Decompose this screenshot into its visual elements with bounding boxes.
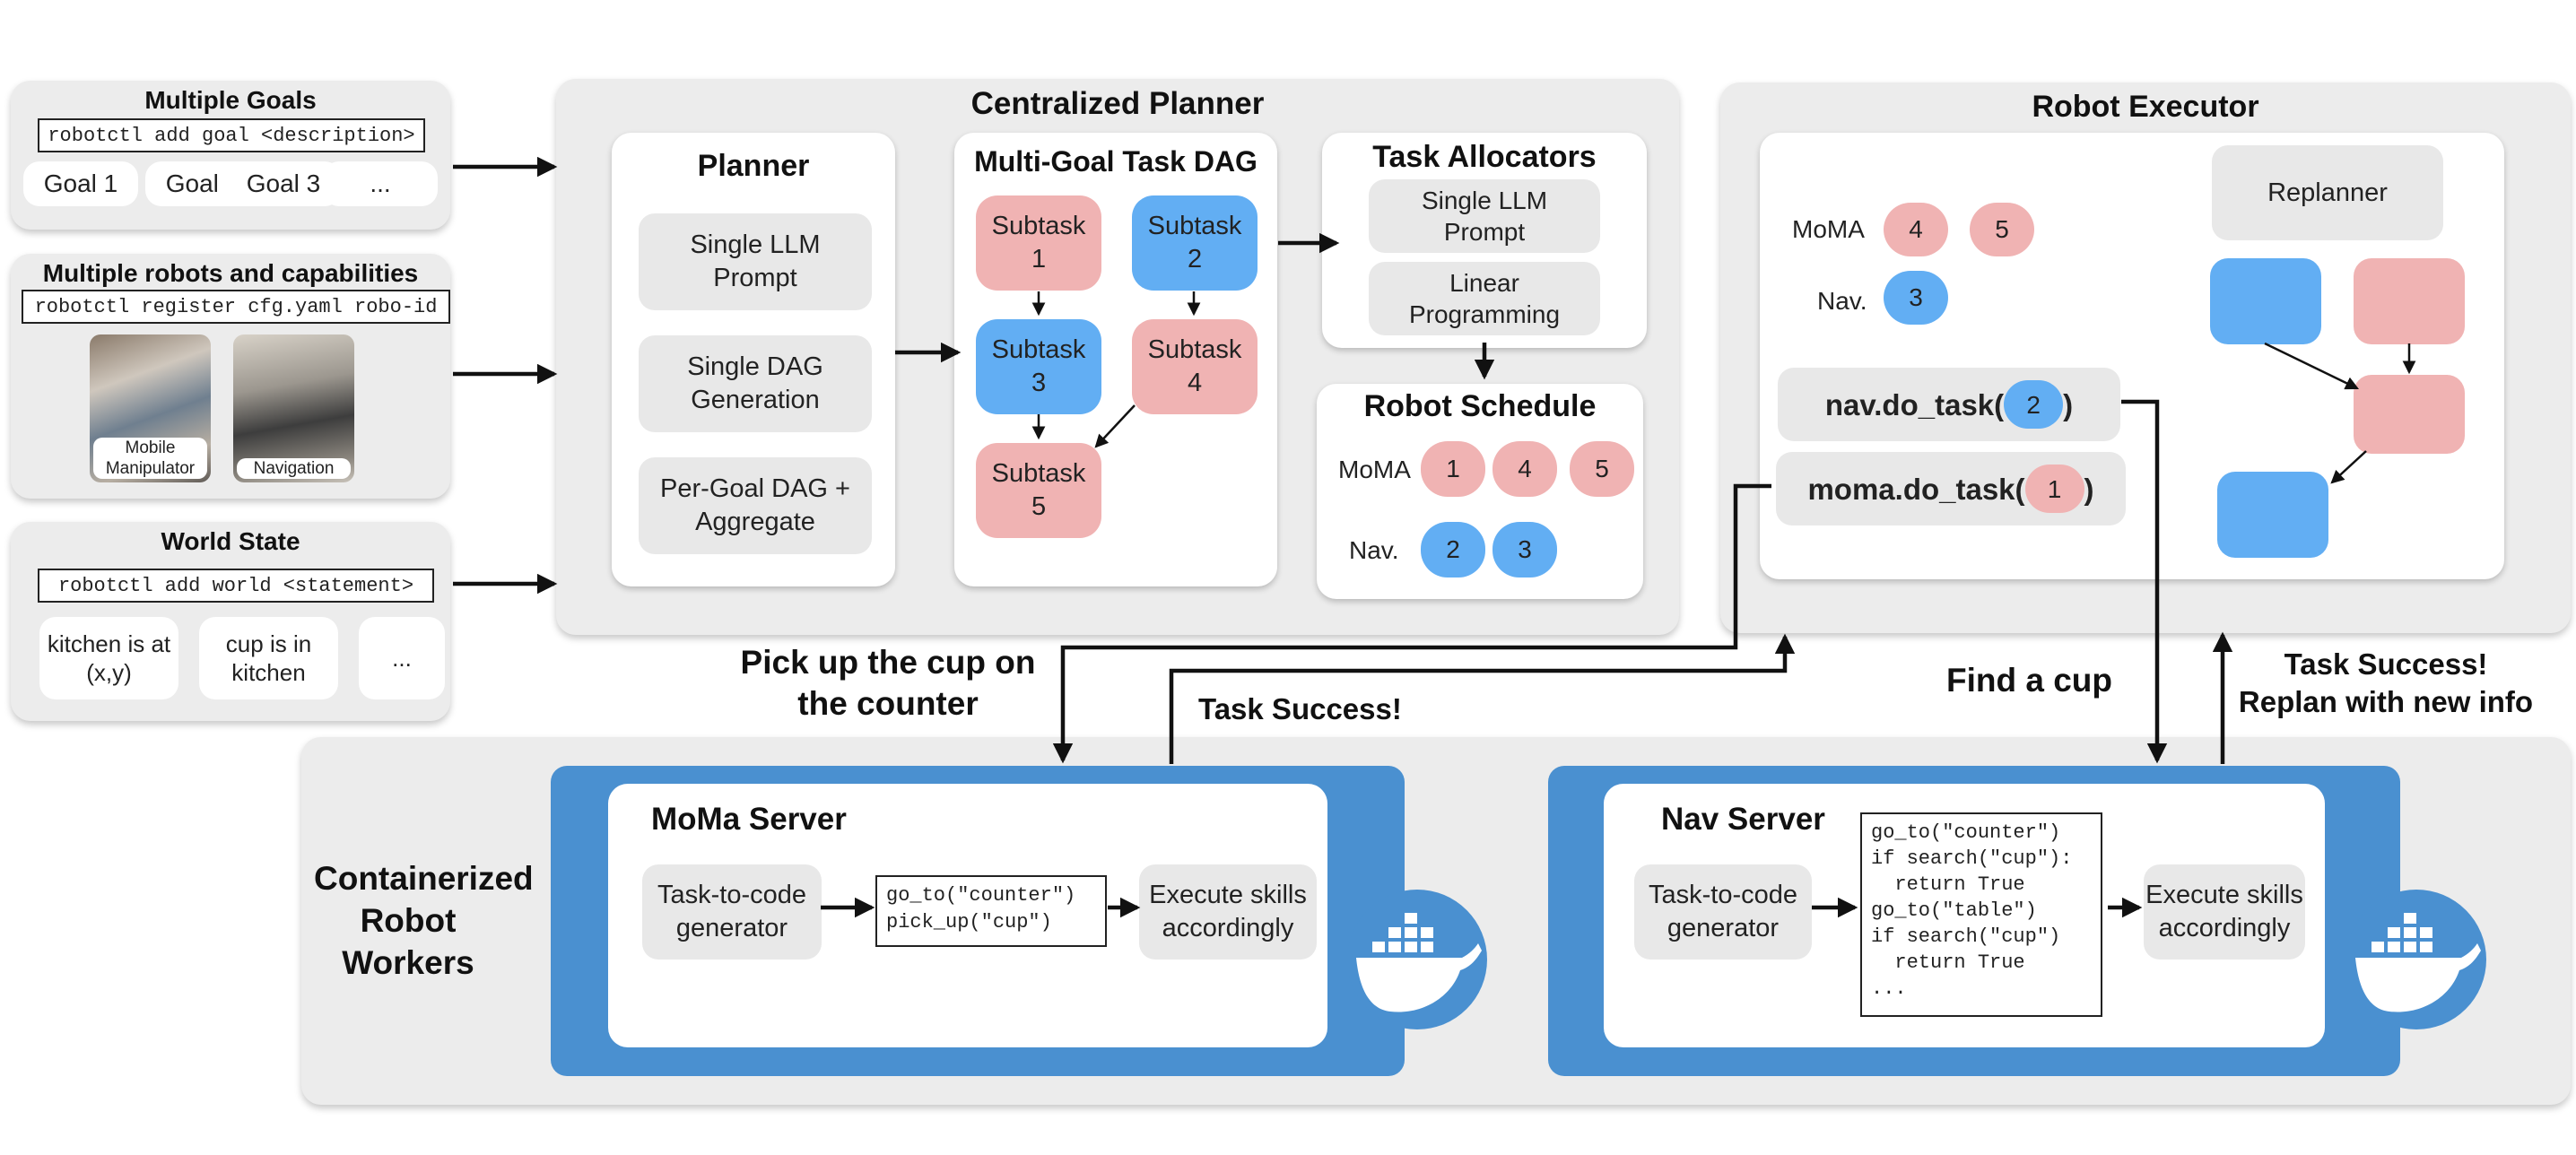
moma-code-block: go_to("counter") pick_up("cup") (875, 875, 1107, 947)
schedule-nav-label: Nav. (1349, 536, 1399, 564)
moma-instruction-text: Pick up the cup on the counter (740, 644, 1036, 722)
nav-server-card: Nav Server Task-to-code generator go_to(… (1604, 784, 2325, 1047)
schedule-moma-task-5: 5 (1570, 441, 1634, 497)
navigation-robot-photo: Navigation (233, 334, 354, 482)
robot-schedule-title: Robot Schedule (1363, 389, 1597, 423)
nav-success-text: Task Success! Replan with new info (2238, 647, 2534, 718)
multiple-goals-panel: Multiple Goals robotctl add goal <descri… (11, 81, 450, 230)
subtask-4: Subtask 4 (1132, 319, 1258, 414)
world-command: robotctl add world <statement> (38, 569, 434, 603)
world-item-kitchen: kitchen is at (x,y) (39, 617, 178, 699)
world-state-title: World State (161, 527, 300, 555)
nav-execute-skills: Execute skills accordingly (2144, 864, 2305, 960)
subtask-2: Subtask 2 (1132, 195, 1258, 291)
nav-call-arg: 2 (2004, 380, 2064, 429)
goal-ellipsis-pill: ... (323, 161, 438, 206)
moma-execute-skills: Execute skills accordingly (1139, 864, 1317, 960)
schedule-moma-task-1: 1 (1421, 441, 1485, 497)
replanner-node-pink-1 (2354, 258, 2465, 344)
moma-do-task-call: moma.do_task( 1 ) (1776, 452, 2126, 525)
replanner-node-blue-2 (2217, 472, 2328, 558)
subtask-3: Subtask 3 (976, 319, 1101, 414)
goal-command: robotctl add goal <description> (38, 118, 425, 152)
nav-call-prefix: nav.do_task( (1824, 387, 2005, 421)
executor-moma-label: MoMA (1792, 215, 1865, 243)
moma-server-card: MoMa Server Task-to-code generator go_to… (608, 784, 1327, 1047)
goal-1-pill: Goal 1 (23, 161, 138, 206)
nav-do-task-call: nav.do_task( 2 ) (1778, 368, 2120, 441)
robot-executor-title: Robot Executor (2032, 90, 2259, 124)
goal-3-pill: Goal 3 (226, 161, 341, 206)
task-allocators-card: Task Allocators Single LLM Prompt Linear… (1322, 133, 1647, 348)
replanner-box: Replanner (2212, 145, 2443, 240)
moma-task-to-code: Task-to-code generator (642, 864, 822, 960)
allocator-option-llm: Single LLM Prompt (1369, 179, 1600, 253)
world-item-cup: cup is in kitchen (199, 617, 338, 699)
task-allocators-title: Task Allocators (1372, 140, 1597, 174)
nav-instruction-text: Find a cup (1946, 662, 2112, 699)
navigation-caption: Navigation (237, 458, 351, 479)
planner-option-per-goal: Per-Goal DAG + Aggregate (639, 457, 872, 554)
subtask-5: Subtask 5 (976, 443, 1101, 538)
task-dag-title: Multi-Goal Task DAG (974, 145, 1258, 178)
planner-option-dag: Single DAG Generation (639, 335, 872, 432)
replanner-node-pink-2 (2354, 375, 2465, 454)
moma-server-title: MoMa Server (651, 802, 847, 837)
nav-task-to-code: Task-to-code generator (1634, 864, 1812, 960)
moma-call-arg: 1 (2024, 465, 2084, 513)
allocator-option-lp: Linear Programming (1369, 262, 1600, 335)
mobile-manipulator-photo: Mobile Manipulator (90, 334, 211, 482)
robot-schedule-card: Robot Schedule MoMA 1 4 5 Nav. 2 3 (1317, 384, 1643, 599)
mobile-manipulator-caption: Mobile Manipulator (93, 438, 207, 479)
planner-option-llm: Single LLM Prompt (639, 213, 872, 310)
register-command: robotctl register cfg.yaml robo-id (22, 290, 450, 324)
moma-call-suffix: ) (2084, 472, 2094, 506)
nav-call-suffix: ) (2063, 387, 2074, 421)
planner-card: Planner Single LLM Prompt Single DAG Gen… (612, 133, 895, 586)
schedule-nav-task-3: 3 (1493, 522, 1557, 578)
executor-nav-label: Nav. (1817, 287, 1867, 315)
executor-moma-task-5: 5 (1970, 203, 2034, 256)
replanner-node-blue-1 (2210, 258, 2321, 344)
moma-call-prefix: moma.do_task( (1807, 472, 2025, 506)
centralized-planner-title: Centralized Planner (970, 86, 1265, 121)
multiple-goals-title: Multiple Goals (144, 86, 317, 114)
docker-whale-icon (1347, 890, 1487, 1029)
schedule-nav-task-2: 2 (1421, 522, 1485, 578)
schedule-moma-task-4: 4 (1493, 441, 1557, 497)
executor-moma-task-4: 4 (1884, 203, 1948, 256)
robots-panel: Multiple robots and capabilities robotct… (11, 254, 450, 499)
moma-success-text: Task Success! (1198, 692, 1402, 725)
schedule-moma-label: MoMA (1338, 456, 1411, 483)
executor-nav-task-3: 3 (1884, 271, 1948, 325)
docker-whale-icon (2346, 890, 2486, 1029)
planner-card-title: Planner (697, 149, 810, 183)
robot-workers-title: Containerized Robot Workers (314, 860, 534, 981)
world-state-panel: World State robotctl add world <statemen… (11, 522, 450, 721)
nav-server-title: Nav Server (1661, 802, 1825, 837)
nav-code-block: go_to("counter") if search("cup"): retur… (1860, 812, 2102, 1017)
subtask-1: Subtask 1 (976, 195, 1101, 291)
robots-title: Multiple robots and capabilities (42, 259, 419, 287)
world-item-ellipsis: ... (359, 617, 445, 699)
